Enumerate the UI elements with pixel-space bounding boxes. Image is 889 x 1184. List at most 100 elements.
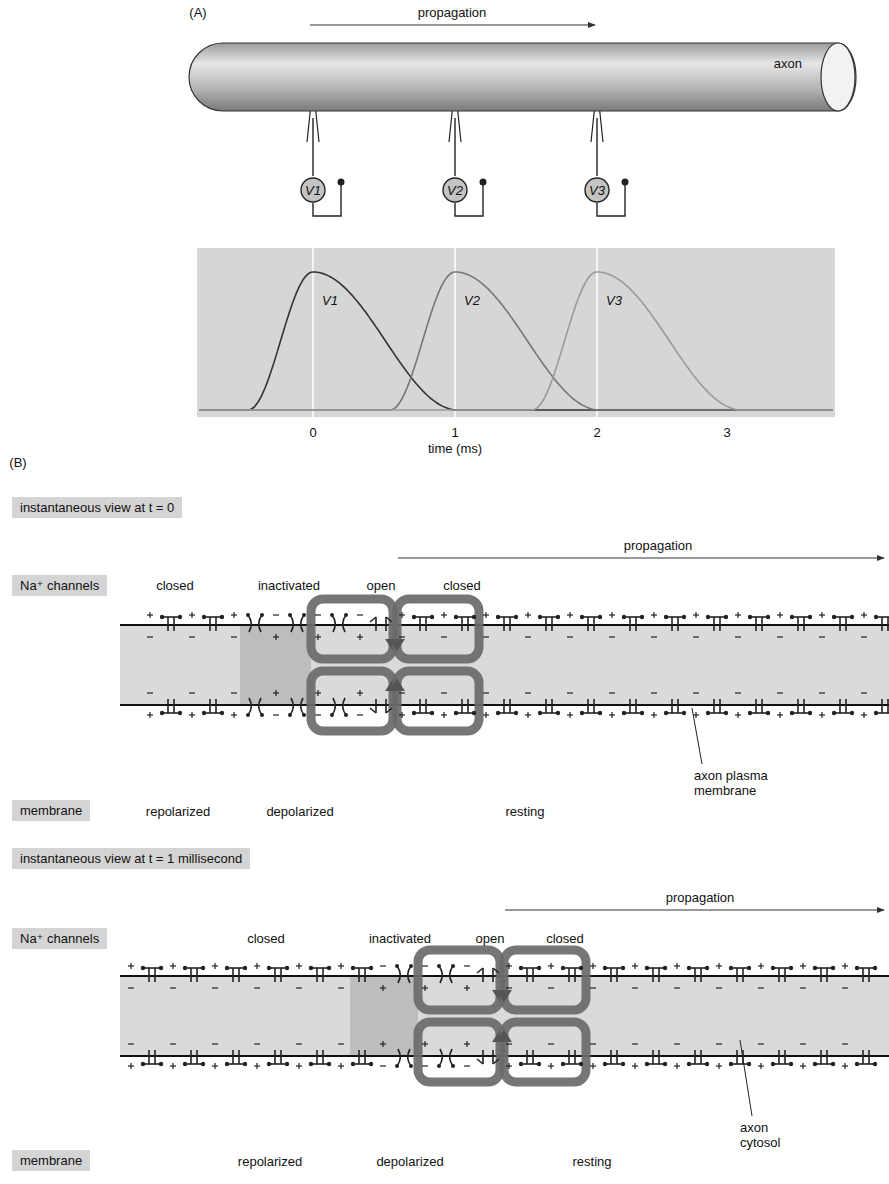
gate-end: [556, 711, 560, 715]
gate-end: [183, 1062, 187, 1066]
minus-charge: [422, 1065, 428, 1066]
channel-post: [761, 699, 763, 713]
channel-post: [652, 968, 654, 982]
sodium-channel: [645, 1050, 667, 1066]
channel-gate: [563, 1063, 581, 1065]
gate-end: [267, 966, 271, 970]
gate-end: [260, 613, 264, 617]
minus-charge: [399, 636, 405, 637]
plus-charge: [718, 963, 719, 969]
minus-charge: [567, 636, 573, 637]
minus-charge: [254, 1043, 260, 1044]
gate-end: [183, 966, 187, 970]
sodium-channel: [813, 1050, 835, 1066]
gate-end: [202, 711, 206, 715]
minus-charge: [128, 987, 134, 988]
minus-charge: [380, 1065, 386, 1066]
axon-label: axon: [774, 56, 802, 71]
inactivated-gate: [397, 966, 400, 983]
gate-end: [267, 1062, 271, 1066]
gate-end: [579, 966, 583, 970]
channel-post: [167, 699, 169, 713]
channel-gate: [773, 967, 791, 969]
minus-charge: [254, 987, 260, 988]
sodium-channel: [225, 966, 247, 982]
channel-post: [713, 617, 715, 631]
gate-end: [556, 615, 560, 619]
sodium-channel: [351, 966, 373, 982]
channel-post: [503, 617, 505, 631]
minus-charge: [800, 1043, 806, 1044]
minus-charge: [548, 987, 554, 988]
channel-gate: [815, 967, 833, 969]
sodium-channel: [202, 615, 224, 631]
plus-charge: [802, 1063, 803, 1069]
gate-end: [201, 1062, 205, 1066]
plus-charge: [317, 690, 318, 696]
minus-charge: [716, 987, 722, 988]
gate-end: [705, 966, 709, 970]
axon-body: [189, 43, 856, 111]
channel-state: closed: [443, 578, 481, 593]
channel-post: [587, 699, 589, 713]
gate-end: [451, 1064, 455, 1068]
channel-gate: [386, 617, 392, 622]
inactivated-gate: [259, 698, 262, 715]
channel-gate: [773, 1063, 791, 1065]
sodium-channel: [832, 699, 854, 715]
sodium-channel: [477, 968, 499, 982]
channel-gate: [792, 616, 810, 618]
channel-gate: [493, 1059, 499, 1064]
plus-charge: [340, 1063, 341, 1069]
gate-end: [225, 1062, 229, 1066]
plus-charge: [844, 1063, 845, 1069]
gate-end: [451, 964, 455, 968]
minus-charge: [189, 692, 195, 693]
channel-post: [881, 617, 883, 631]
gate-end: [789, 966, 793, 970]
channel-post: [425, 699, 427, 713]
plus-charge: [508, 1063, 509, 1069]
gate-end: [561, 1062, 565, 1066]
channel-gate: [386, 708, 392, 713]
channel-post: [375, 617, 377, 631]
minus-charge: [483, 692, 489, 693]
channel-post: [209, 699, 211, 713]
channel-post: [887, 699, 889, 713]
sodium-channel: [288, 698, 306, 717]
sodium-channel: [813, 966, 835, 982]
channel-post: [316, 968, 318, 982]
sodium-channel: [538, 615, 560, 631]
depolarized-shading: [350, 976, 418, 1056]
plus-charge: [172, 963, 173, 969]
plus-charge: [191, 712, 192, 718]
gate-end: [561, 966, 565, 970]
inactivated-gate: [248, 615, 251, 632]
gate-end: [412, 711, 416, 715]
channel-post: [482, 968, 484, 982]
gate-end: [160, 615, 164, 619]
channel-post: [190, 1050, 192, 1064]
channel-post: [694, 968, 696, 982]
current-loop: [311, 671, 393, 731]
plus-charge: [317, 634, 318, 640]
sodium-channel: [561, 1050, 583, 1066]
gate-end: [160, 711, 164, 715]
gate-end: [831, 966, 835, 970]
plus-charge: [821, 712, 822, 718]
membrane-state: repolarized: [146, 804, 210, 819]
minus-charge: [693, 636, 699, 637]
gate-end: [850, 711, 854, 715]
gate-end: [285, 966, 289, 970]
channel-gate: [269, 967, 287, 969]
channel-post: [526, 968, 528, 982]
channel-post: [635, 617, 637, 631]
sodium-channel: [246, 613, 264, 632]
channel-post: [545, 617, 547, 631]
time-gridline: [312, 248, 314, 417]
sodium-channel: [370, 617, 392, 631]
channel-post: [719, 699, 721, 713]
minus-charge: [567, 692, 573, 693]
sodium-channel: [603, 966, 625, 982]
